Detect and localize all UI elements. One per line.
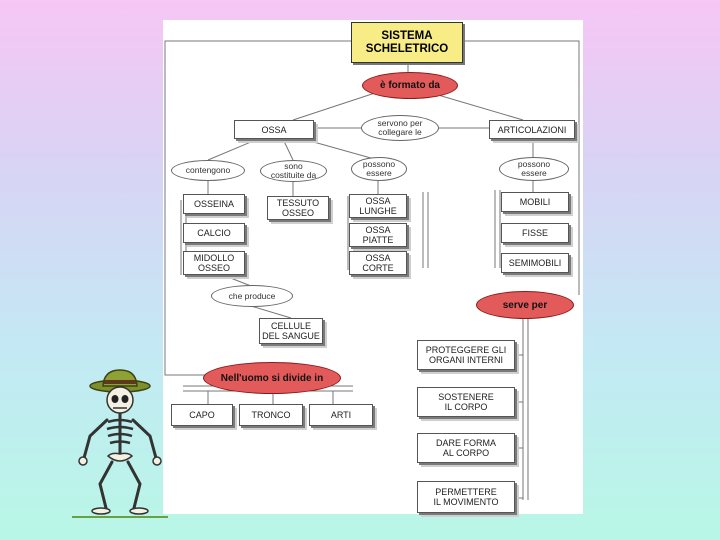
concept-map: SISTEMA SCHELETRICO è formato da OSSA se…: [163, 20, 583, 514]
link-formed-by: è formato da: [362, 72, 458, 99]
node-cellule-sangue: CELLULE DEL SANGUE: [259, 318, 323, 344]
node-sostenere: SOSTENERE IL CORPO: [417, 387, 515, 417]
node-osseina: OSSEINA: [183, 194, 245, 214]
link-can-be-bones: possono essere: [351, 157, 407, 181]
node-permettere: PERMETTERE IL MOVIMENTO: [417, 481, 515, 513]
link-divided-in: Nell'uomo si divide in: [203, 362, 341, 394]
node-arti: ARTI: [309, 404, 373, 426]
link-made-of: sono costituite da: [260, 160, 327, 182]
node-fisse: FISSE: [501, 223, 569, 243]
node-calcio: CALCIO: [183, 223, 245, 243]
node-capo: CAPO: [171, 404, 233, 426]
node-dare-forma: DARE FORMA AL CORPO: [417, 433, 515, 463]
node-articolazioni: ARTICOLAZIONI: [489, 120, 575, 139]
skeleton-with-hat-icon: [72, 369, 168, 518]
node-midollo: MIDOLLO OSSEO: [183, 251, 245, 275]
link-serves-for: serve per: [476, 291, 574, 319]
node-mobili: MOBILI: [501, 192, 569, 212]
node-semimobili: SEMIMOBILI: [501, 253, 569, 273]
node-tessuto-osseo: TESSUTO OSSEO: [267, 196, 329, 220]
node-ossa-lunghe: OSSA LUNGHE: [349, 194, 407, 218]
node-ossa-piatte: OSSA PIATTE: [349, 223, 407, 247]
node-proteggere: PROTEGGERE GLI ORGANI INTERNI: [417, 340, 515, 370]
link-can-be-joints: possono essere: [499, 157, 569, 181]
diagram-title: SISTEMA SCHELETRICO: [351, 22, 463, 63]
node-ossa-corte: OSSA CORTE: [349, 251, 407, 275]
link-produces: che produce: [211, 285, 293, 307]
link-contain: contengono: [171, 160, 245, 181]
link-serve-to-connect: servono per collegare le: [361, 115, 439, 141]
node-ossa: OSSA: [234, 120, 314, 139]
node-tronco: TRONCO: [239, 404, 303, 426]
